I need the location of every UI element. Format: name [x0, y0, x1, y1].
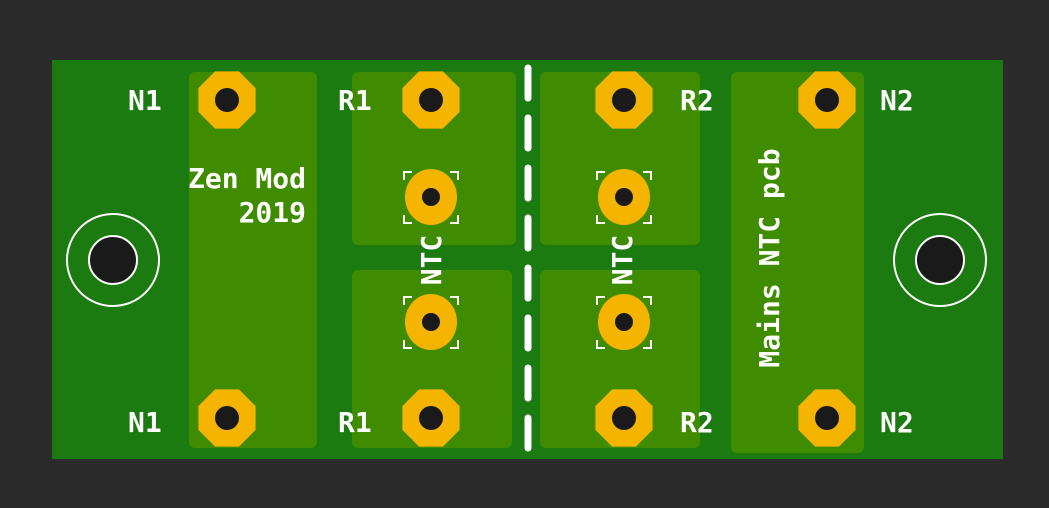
pad-n2-top [798, 71, 856, 129]
pad-n2-bottom [798, 389, 856, 447]
copper-zone-n2 [731, 72, 864, 453]
pad-ntc-right-bottom [598, 294, 650, 350]
pad-r2-bottom [595, 389, 653, 447]
label-r1-top: R1 [338, 84, 372, 117]
label-n1-bottom: N1 [128, 406, 162, 439]
copper-zone-n1 [189, 72, 317, 448]
pads [198, 71, 856, 447]
ntc-left-label: NTC [415, 235, 448, 286]
copper-zone-r1-bottom [352, 270, 512, 448]
pad-ntc-left-bottom [405, 294, 457, 350]
pad-r2-top [595, 71, 653, 129]
pad-ntc-left-top [405, 169, 457, 225]
pad-r1-top [402, 71, 460, 129]
copper-zone-r2-top [540, 72, 700, 245]
label-n2-bottom: N2 [880, 406, 914, 439]
label-n2-top: N2 [880, 84, 914, 117]
pad-ntc-right-top [598, 169, 650, 225]
copper-zone-r1-top [352, 72, 516, 245]
label-r1-bottom: R1 [338, 406, 372, 439]
copper-zone-r2-bottom [540, 270, 700, 448]
pad-r1-bottom [402, 389, 460, 447]
mounting-hole-right [893, 213, 987, 307]
maker-year-label: 2019 [239, 196, 306, 229]
maker-name-label: Zen Mod [188, 162, 306, 195]
label-n1-top: N1 [128, 84, 162, 117]
label-r2-top: R2 [680, 84, 714, 117]
board-title-label: Mains NTC pcb [753, 148, 786, 367]
pad-n1-bottom [198, 389, 256, 447]
pad-n1-top [198, 71, 256, 129]
mounting-hole-left [66, 213, 160, 307]
ntc-right-label: NTC [606, 235, 639, 286]
ntc-footprint-outlines [403, 171, 652, 349]
label-r2-bottom: R2 [680, 406, 714, 439]
